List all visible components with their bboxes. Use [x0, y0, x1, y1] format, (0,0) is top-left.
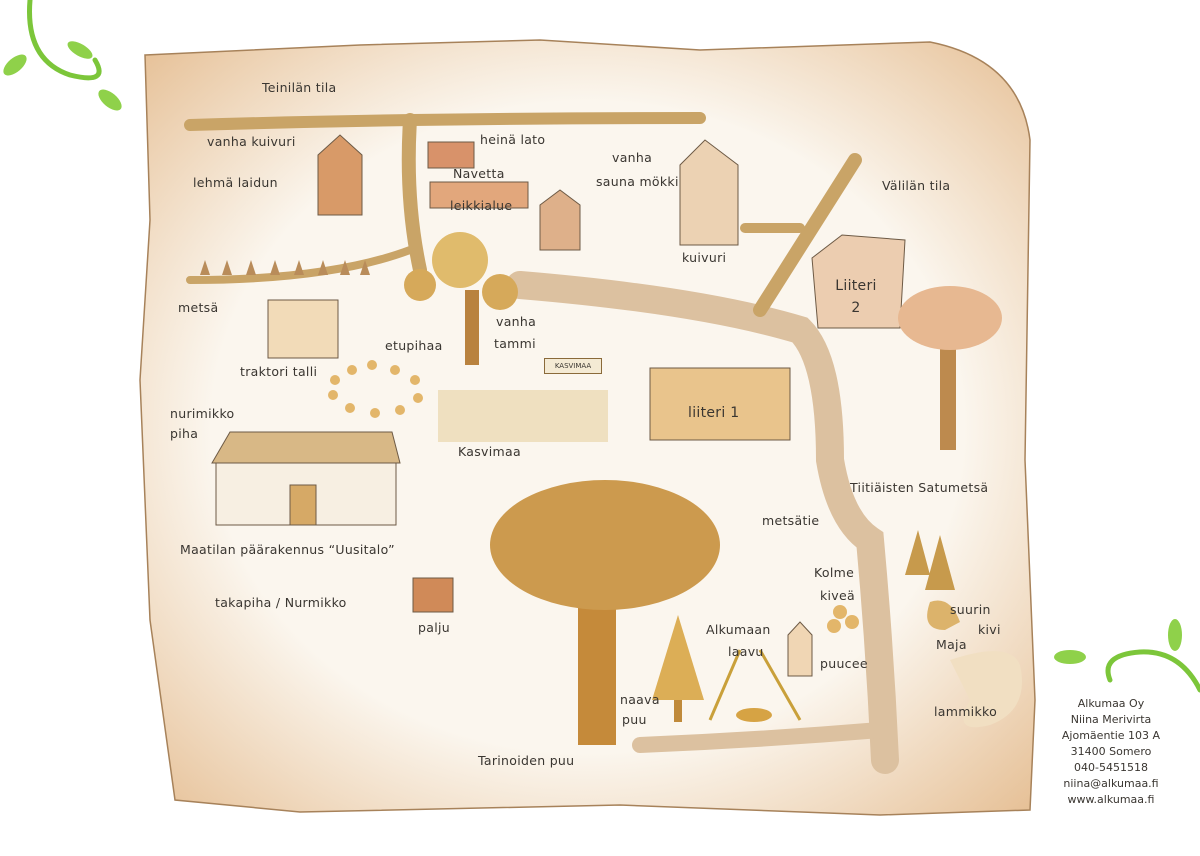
trees [200, 232, 1022, 745]
liiteri-2-number: 2 [851, 300, 861, 316]
label-sauna-mokki: sauna mökki [596, 174, 679, 189]
contact-info: Alkumaa Oy Niina Merivirta Ajomäentie 10… [1046, 696, 1176, 808]
contact-name: Niina Merivirta [1070, 713, 1152, 726]
label-vanha-kuivuri: vanha kuivuri [207, 134, 296, 149]
label-laavu: laavu [728, 644, 764, 659]
label-lammikko: lammikko [934, 704, 998, 719]
label-traktori-talli: traktori talli [240, 364, 318, 379]
label-kolme: Kolme [814, 565, 855, 580]
label-kasvimaa: Kasvimaa [458, 444, 521, 459]
email-link[interactable]: niina@alkumaa.fi [1063, 777, 1159, 790]
liiteri-2-name: Liiteri [835, 278, 877, 294]
label-heina-lato: heinä lato [480, 132, 546, 147]
label-liiteri-1: liiteri 1 [688, 405, 740, 421]
label-naava: naava [620, 692, 660, 707]
label-vanha-tammi-2: tammi [494, 336, 536, 351]
street-address: Ajomäentie 103 A [1061, 729, 1161, 742]
label-lehma-laidun: lehmä laidun [193, 175, 278, 190]
label-palju: palju [418, 620, 450, 635]
phone: 040-5451518 [1074, 761, 1148, 774]
buildings [211, 134, 906, 677]
label-puucee: puucee [820, 656, 868, 671]
label-nurmikko-piha-1: nurimikko [170, 406, 235, 421]
label-paarakennus: Maatilan päärakennus “Uusitalo” [180, 542, 395, 557]
label-valilan-tila: Välilän tila [882, 178, 951, 193]
label-etupihaa: etupihaa [385, 338, 443, 353]
label-teinilan-tila: Teinilän tila [262, 80, 337, 95]
label-nurmikko-piha-2: piha [170, 426, 199, 441]
kasvimaa-sign: KASVIMAA [544, 358, 602, 374]
label-alkumaan: Alkumaan [706, 622, 771, 637]
label-leikkialue: leikkialue [450, 198, 513, 213]
label-navetta: Navetta [453, 166, 505, 181]
label-metsa: metsä [178, 300, 219, 315]
company-name: Alkumaa Oy [1077, 697, 1145, 710]
label-liiteri-2: Liiteri 2 [826, 275, 886, 319]
label-tiitiaisten-satumetsa: Tiitiäisten Satumetsä [850, 480, 989, 495]
label-tarinoiden-puu: Tarinoiden puu [478, 753, 575, 768]
postal-city: 31400 Somero [1070, 745, 1152, 758]
label-kuivuri: kuivuri [682, 250, 727, 265]
label-suurin: suurin [950, 602, 991, 617]
label-maja: Maja [936, 637, 967, 652]
label-kivea: kiveä [820, 588, 855, 603]
label-vanha-sauna: vanha [612, 150, 653, 165]
vine-decoration [27, 0, 1200, 693]
label-puu: puu [622, 712, 647, 727]
label-metsatie: metsätie [762, 513, 820, 528]
roads [184, 112, 899, 774]
label-vanha-tammi-1: vanha [496, 314, 537, 329]
label-kivi: kivi [978, 622, 1001, 637]
website-link[interactable]: www.alkumaa.fi [1067, 793, 1155, 806]
label-takapiha: takapiha / Nurmikko [215, 595, 347, 610]
